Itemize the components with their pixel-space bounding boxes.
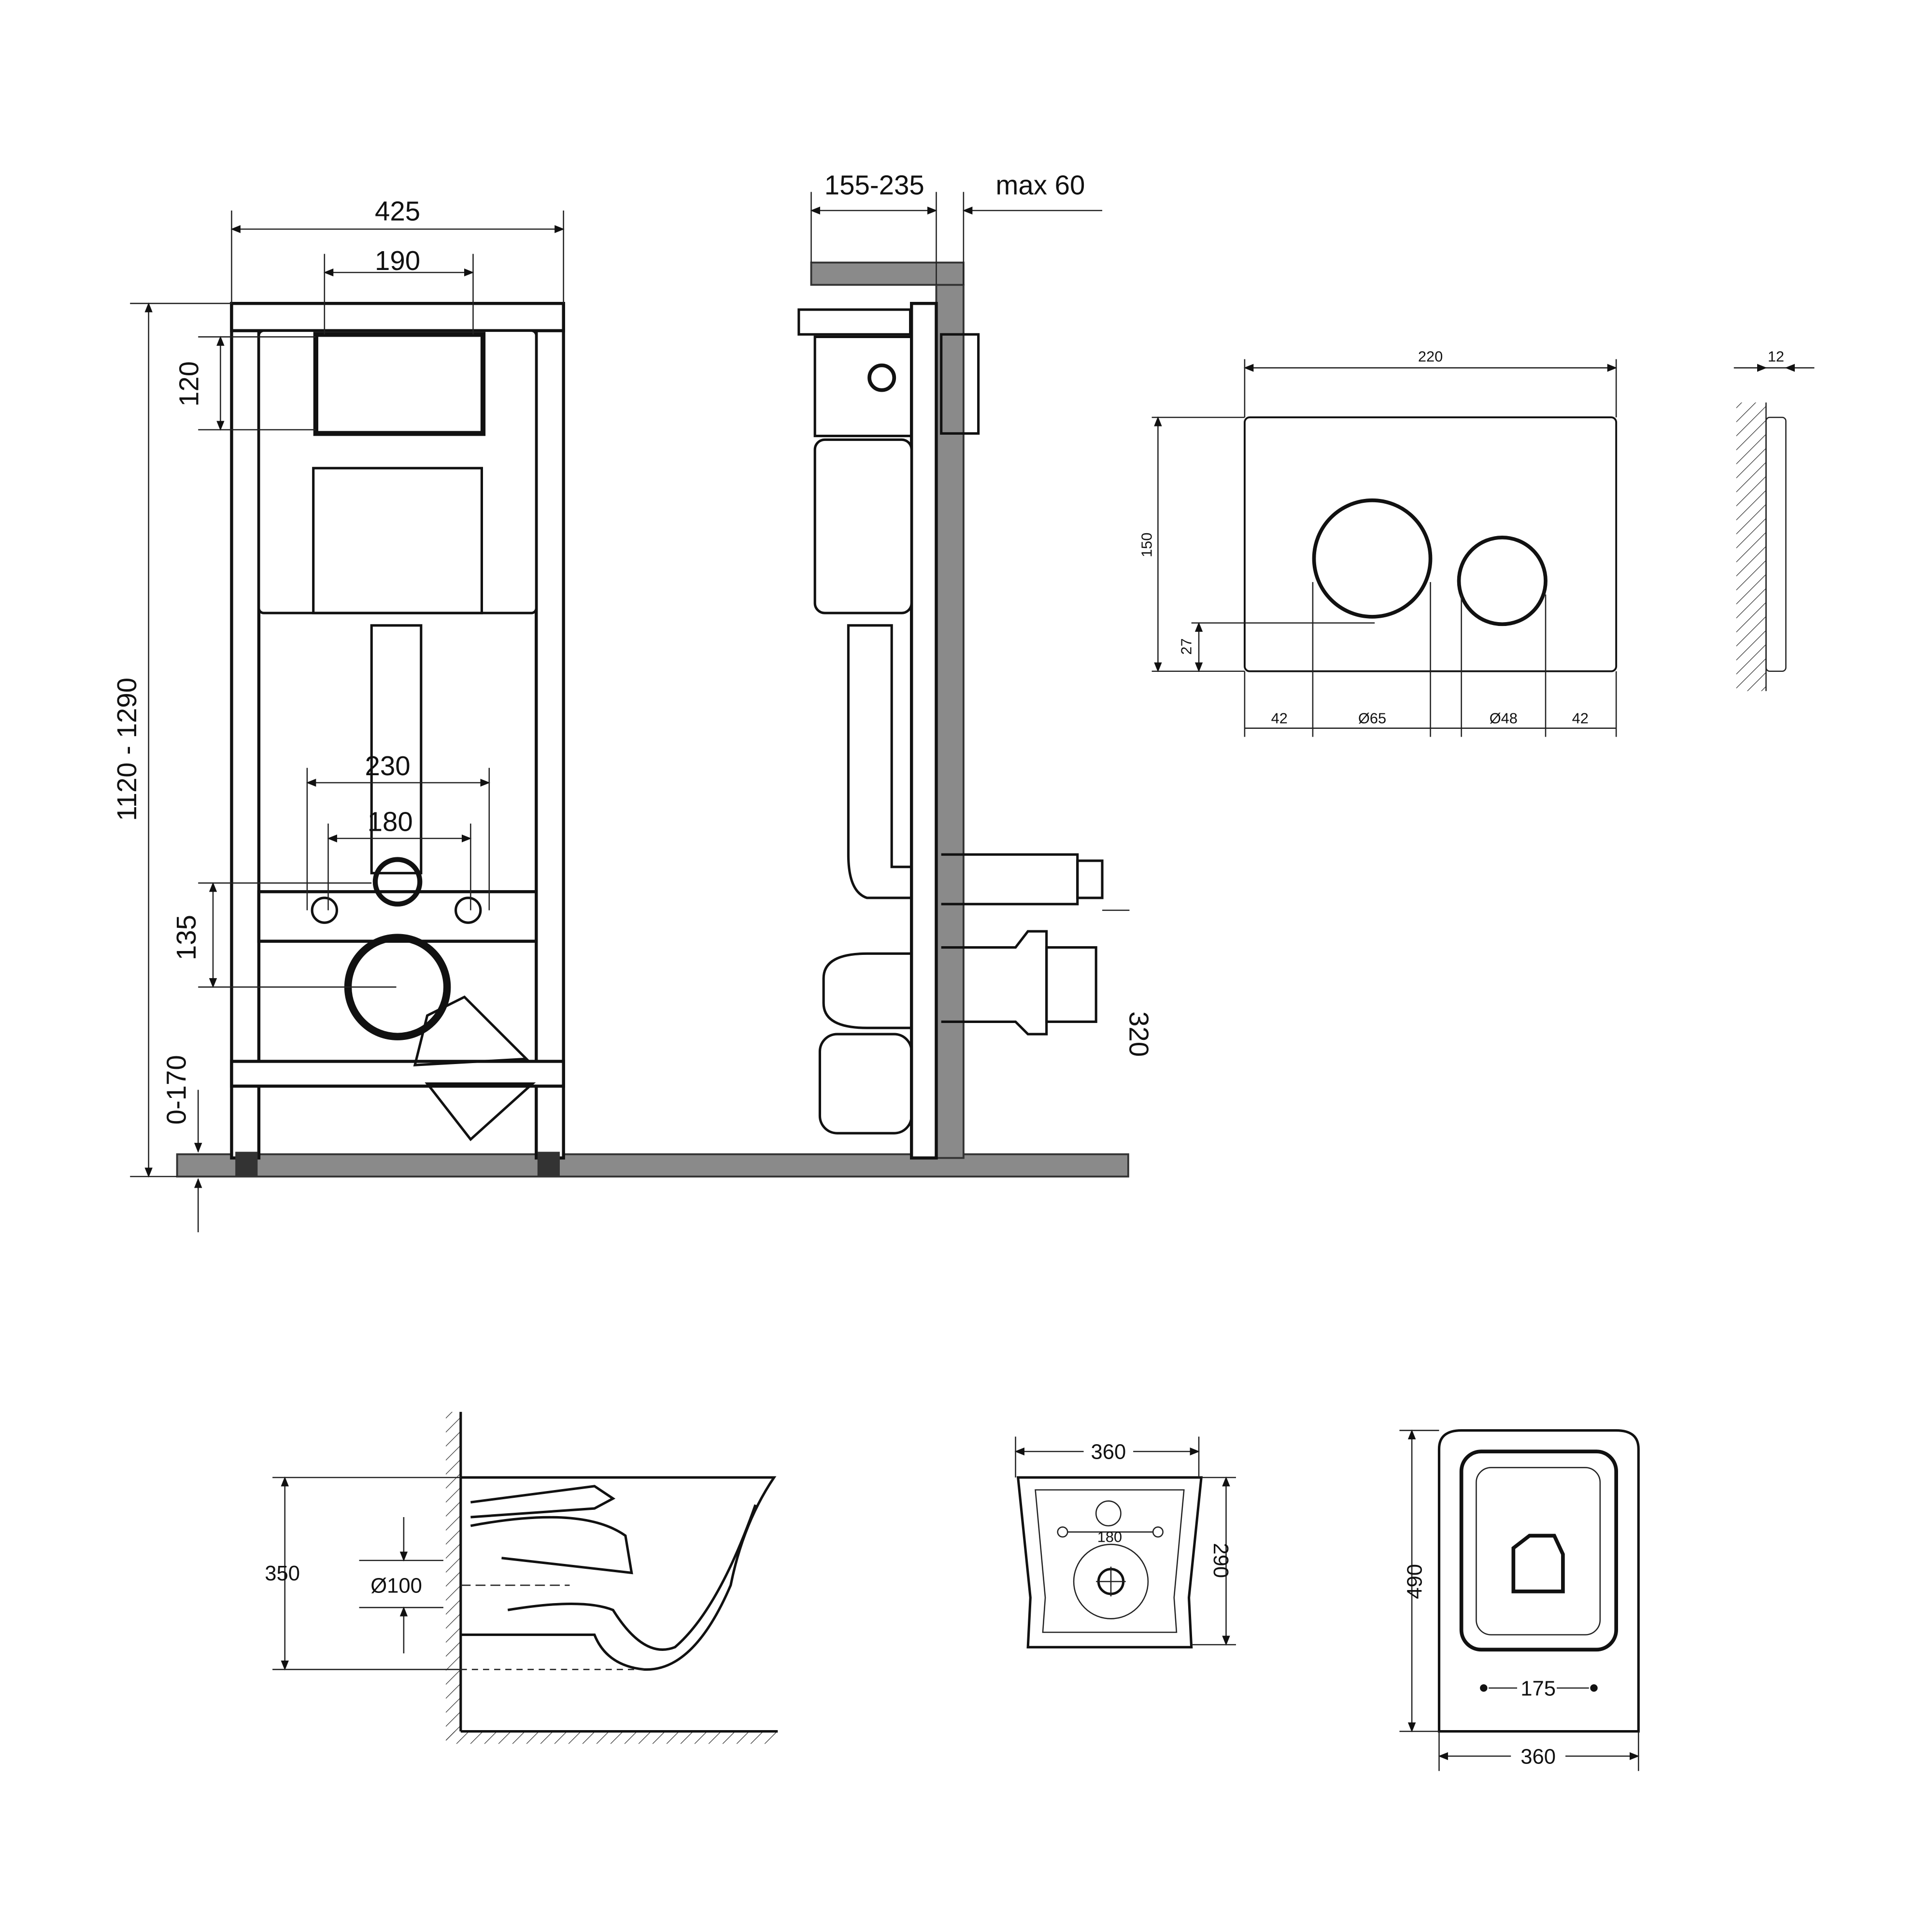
dim-back-height: 290	[1209, 1543, 1232, 1578]
dim-bowl-height: 350	[265, 1562, 300, 1585]
flush-panel-opening	[313, 332, 486, 436]
dim-hole-spacing: 175	[1520, 1677, 1556, 1700]
dim-button-offset: 27	[1178, 638, 1195, 654]
bowl-side-view: 350 Ø100	[265, 1412, 778, 1744]
big-flush-button	[1312, 498, 1433, 619]
dim-big-button: Ø65	[1358, 710, 1386, 726]
dim-right-margin: 42	[1572, 710, 1589, 726]
dim-foot-range: 0-170	[161, 1055, 192, 1124]
dim-bowl-length: 490	[1404, 1564, 1427, 1599]
dim-frame-height: 1120 - 1290	[112, 678, 142, 821]
bowl-back-view: 360 180 290	[1014, 1436, 1236, 1648]
flush-plate-view: 220 150 27 42 Ø65 Ø48 42 12	[1138, 348, 1815, 737]
dim-plate-height: 150	[1138, 533, 1155, 557]
dim-small-button: Ø48	[1490, 710, 1518, 726]
floor	[176, 1153, 1129, 1178]
dim-stud-inner: 180	[368, 807, 413, 837]
dim-plate-width: 220	[1418, 348, 1443, 365]
dim-stud-outer: 230	[365, 751, 411, 781]
dim-stud-spacing: 180	[1097, 1528, 1122, 1545]
dim-panel-height: 120	[173, 361, 204, 407]
dim-depth-range: 155-235	[824, 170, 924, 200]
small-flush-button	[1457, 535, 1548, 626]
dim-panel-width: 190	[375, 245, 420, 276]
frame-side-view: 155-235 max 60 320	[797, 170, 1154, 1160]
dim-max-wall: max 60	[995, 170, 1085, 200]
dim-plate-thickness: 12	[1768, 348, 1784, 365]
dim-frame-width: 425	[375, 196, 420, 226]
frame-front-view: 425 190 120 1120 - 1290 230 180 135 0-17…	[112, 196, 1129, 1233]
dim-pipe-diameter: Ø100	[370, 1574, 422, 1597]
dim-outlet-height: 320	[1123, 1011, 1154, 1057]
dim-drain-height: 135	[171, 915, 201, 960]
bowl-top-view: 175 490 360	[1399, 1429, 1640, 1771]
dim-left-margin: 42	[1271, 710, 1288, 726]
dim-back-width: 360	[1091, 1441, 1126, 1464]
dim-bowl-width: 360	[1520, 1745, 1556, 1768]
